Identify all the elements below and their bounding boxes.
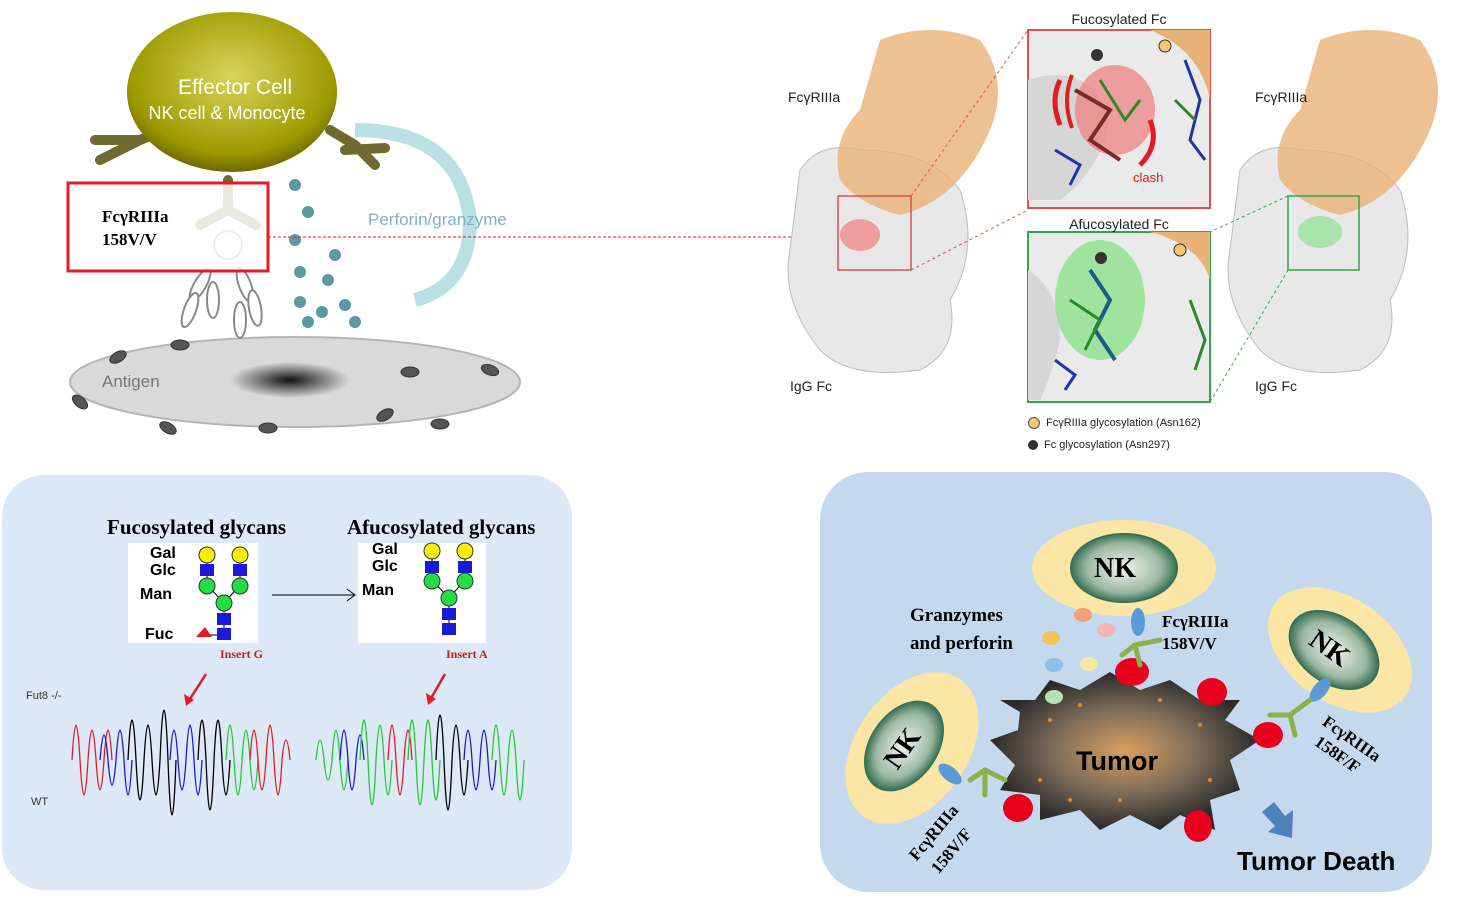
fucosylated-inset-title: Fucosylated Fc bbox=[1071, 11, 1167, 27]
tumor-label: Tumor bbox=[1076, 746, 1158, 776]
legend-label: FcγRIIIa glycosylation (Asn162) bbox=[1046, 417, 1201, 429]
glycan-label-gal: Gal bbox=[150, 545, 176, 562]
glycan-label-man-right: Man bbox=[362, 582, 394, 599]
afucosylated-inset-title: Afucosylated Fc bbox=[1069, 216, 1169, 232]
yellow-dot-icon bbox=[1028, 417, 1040, 429]
receptor-label-line2: 158V/V bbox=[102, 230, 157, 249]
tumor-cell bbox=[990, 672, 1260, 830]
receptor-label-right: FcγRIIIa bbox=[1255, 89, 1308, 105]
fc-label-left: IgG Fc bbox=[790, 378, 833, 394]
clash-label: clash bbox=[1133, 170, 1164, 185]
afucosylated-glycan-structure bbox=[423, 542, 474, 635]
fucosylated-glycans-title: Fucosylated glycans bbox=[107, 515, 287, 539]
right-sequence-trace bbox=[315, 714, 525, 811]
legend-label: Fc glycosylation (Asn297) bbox=[1044, 439, 1170, 451]
antigen-nucleus bbox=[230, 362, 350, 398]
fucosylated-glycan-structure bbox=[196, 546, 249, 640]
structure-legend: FcγRIIIa glycosylation (Asn162) Fc glyco… bbox=[1028, 413, 1201, 455]
granzymes-label-line1: Granzymes bbox=[910, 605, 1003, 626]
glycan-label-man: Man bbox=[140, 586, 172, 603]
antigen-label: Antigen bbox=[102, 372, 160, 391]
legend-item: Fc glycosylation (Asn297) bbox=[1028, 435, 1201, 455]
glycan-label-glc-right: Glc bbox=[372, 558, 398, 575]
fc-label-right: IgG Fc bbox=[1255, 378, 1298, 394]
insert-a-label: Insert A bbox=[446, 647, 488, 661]
nk-label-top: NK bbox=[1094, 553, 1136, 584]
perforin-label: Perforin/granzyme bbox=[368, 210, 507, 229]
receptor-top-line2: 158V/V bbox=[1162, 634, 1217, 653]
trace-label-wt: WT bbox=[31, 796, 49, 808]
left-sequence-trace bbox=[71, 709, 291, 816]
fucosylated-inset bbox=[1027, 29, 1211, 209]
legend-item: FcγRIIIa glycosylation (Asn162) bbox=[1028, 413, 1201, 433]
granzymes-label-line2: and perforin bbox=[910, 633, 1013, 654]
effector-cell-title: Effector Cell bbox=[178, 76, 292, 99]
black-dot-icon bbox=[1028, 440, 1038, 450]
insert-g-label: Insert G bbox=[220, 647, 263, 661]
receptor-highlight-box bbox=[66, 181, 270, 273]
afucosylated-glycans-title: Afucosylated glycans bbox=[347, 515, 536, 539]
receptor-label-line1: FcγRIIIa bbox=[102, 207, 169, 226]
glycan-label-gal-right: Gal bbox=[372, 541, 398, 558]
trace-label-fut8: Fut8 -/- bbox=[26, 690, 62, 702]
receptor-top-line1: FcγRIIIa bbox=[1162, 612, 1229, 631]
effector-cell-subtitle: NK cell & Monocyte bbox=[148, 103, 306, 123]
left-complex bbox=[787, 30, 998, 373]
glycan-label-fuc: Fuc bbox=[145, 626, 174, 643]
effector-cell-body bbox=[127, 12, 337, 172]
receptor-label-left: FcγRIIIa bbox=[788, 89, 841, 105]
tumor-death-label: Tumor Death bbox=[1237, 846, 1396, 876]
right-complex bbox=[1227, 30, 1438, 373]
afucosylated-inset bbox=[1027, 231, 1211, 403]
glycan-label-glc: Glc bbox=[150, 562, 176, 579]
